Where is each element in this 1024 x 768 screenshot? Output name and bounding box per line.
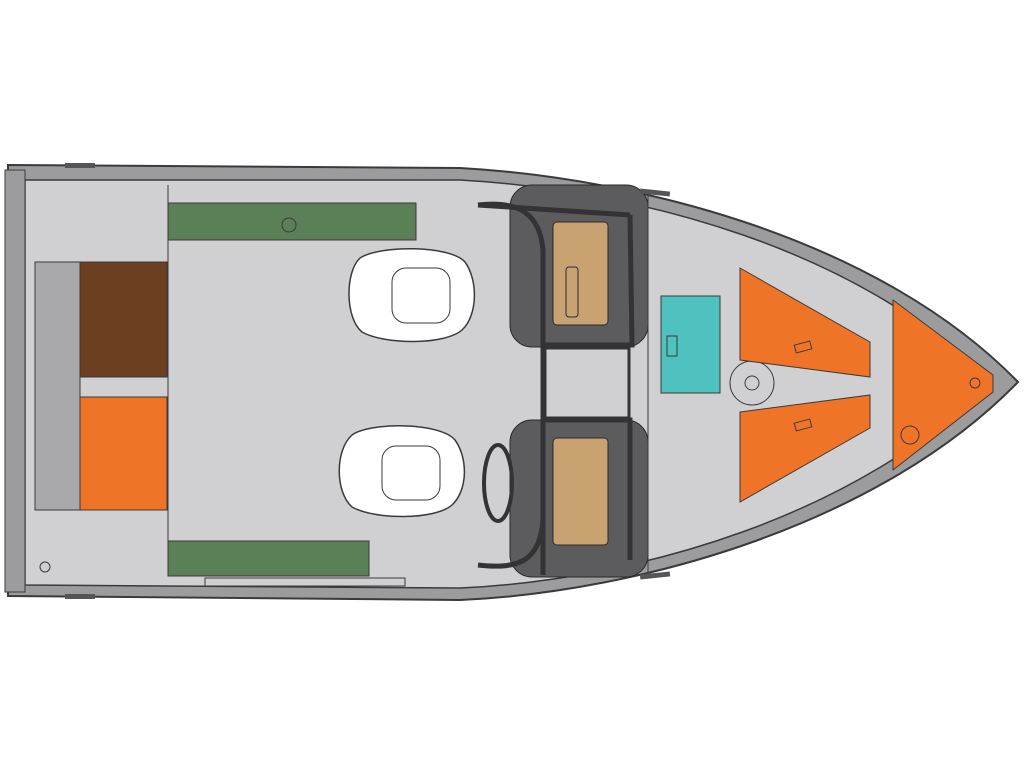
transom: [4, 169, 26, 593]
glovebox-latch: [565, 266, 579, 318]
port-seat-pad: [552, 221, 609, 326]
starboard-seat-pad: [552, 437, 609, 546]
bow-hatch-top-latch: [793, 340, 813, 354]
windshield-frame: [477, 201, 635, 575]
hatch-latch: [666, 335, 678, 357]
storage-hatch[interactable]: [660, 295, 721, 394]
anchor-locker-knob: [900, 425, 920, 445]
anchor-locker[interactable]: [892, 299, 994, 472]
cleat: [65, 163, 95, 168]
rod-locker: [204, 577, 406, 587]
bench-top-knob: [281, 217, 297, 233]
bow-hatch-top[interactable]: [739, 267, 871, 378]
walkthrough: [543, 346, 631, 420]
bench-top: [167, 202, 417, 241]
deck: [24, 179, 992, 589]
pedestal-post: [744, 375, 760, 391]
cleat: [639, 571, 671, 580]
stern-well: [34, 261, 81, 511]
bow-cleat: [969, 377, 981, 389]
cleat: [639, 188, 671, 197]
bow-hatch-bottom[interactable]: [739, 394, 871, 503]
stern-storage-box: [79, 261, 168, 378]
bench-bottom: [167, 540, 370, 577]
bow-hatch-bottom-latch: [793, 418, 813, 432]
cleat: [65, 594, 95, 599]
drain-icon: [39, 561, 51, 573]
driver-seat[interactable]: [338, 425, 466, 518]
passenger-seat[interactable]: [348, 247, 476, 343]
stern-orange-hatch: [79, 396, 168, 511]
steering-wheel-icon[interactable]: [482, 443, 514, 523]
